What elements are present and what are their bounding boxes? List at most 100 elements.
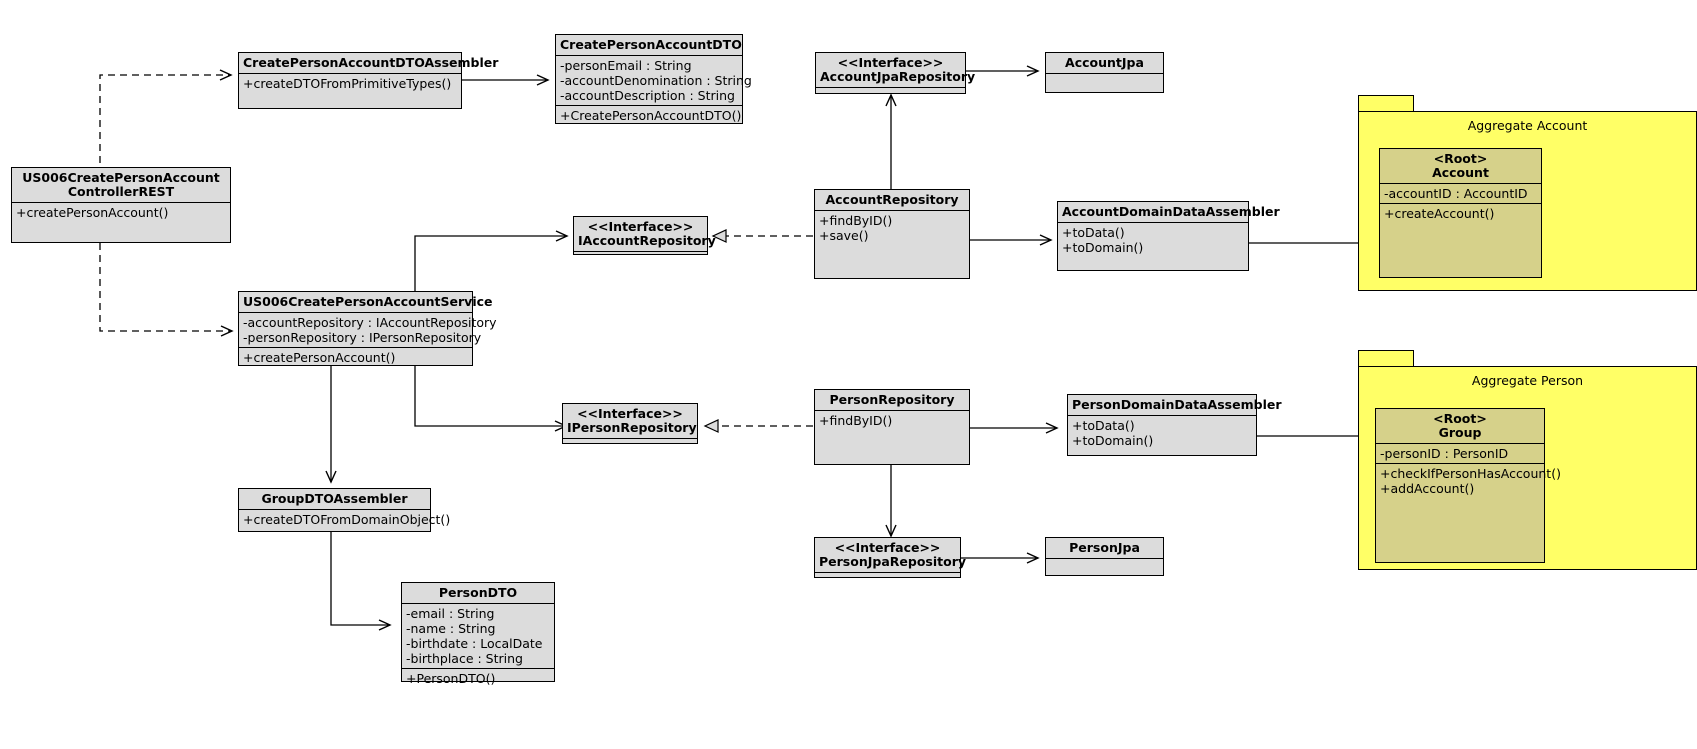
class-header: AccountJpa: [1046, 53, 1163, 74]
method-row: +addAccount(): [1380, 481, 1475, 496]
class-person-domain-data-assembler[interactable]: PersonDomainDataAssembler +toData() +toD…: [1067, 394, 1282, 456]
class-account-root[interactable]: <Root> Account -accountID : AccountID +c…: [1379, 148, 1542, 278]
package-tab-account: [1358, 95, 1414, 112]
class-attributes: -accountRepository : IAccountRepository …: [239, 313, 497, 348]
class-name-line2: ControllerREST: [67, 184, 175, 199]
class-person-jpa[interactable]: PersonJpa: [1045, 537, 1164, 576]
method-row: +createAccount(): [1384, 206, 1495, 221]
class-header: CreatePersonAccountDTOAssembler: [239, 53, 498, 74]
method-row: +createDTOFromDomainObject(): [243, 512, 451, 527]
package-title-person: Aggregate Person: [1471, 373, 1584, 388]
class-members-empty: [815, 573, 960, 584]
class-header: <<Interface>> IPersonRepository: [563, 404, 697, 439]
method-row: +PersonDTO(): [406, 671, 496, 686]
method-row: +toData(): [1062, 225, 1125, 240]
attribute-row: -personID : PersonID: [1380, 446, 1509, 461]
class-members-empty: [816, 88, 965, 99]
class-us006-create-person-account-controller-rest[interactable]: US006CreatePersonAccount ControllerREST …: [11, 167, 231, 243]
class-header: PersonRepository: [815, 390, 969, 411]
class-header: AccountDomainDataAssembler: [1058, 202, 1280, 223]
method-row: +createPersonAccount(): [243, 350, 396, 365]
class-name: PersonJpaRepository: [819, 554, 967, 569]
method-row: +CreatePersonAccountDTO(): [560, 108, 742, 123]
package-title-account: Aggregate Account: [1467, 118, 1588, 133]
class-methods: +toData() +toDomain(): [1068, 416, 1256, 450]
attribute-row: -accountDenomination : String: [560, 73, 752, 88]
class-header: PersonDomainDataAssembler: [1068, 395, 1282, 416]
class-header: GroupDTOAssembler: [239, 489, 430, 510]
attribute-row: -name : String: [406, 621, 496, 636]
class-attributes: -personID : PersonID: [1376, 444, 1544, 464]
class-account-repository[interactable]: AccountRepository +findByID() +save(): [814, 189, 970, 279]
class-iaccount-repository[interactable]: <<Interface>> IAccountRepository: [573, 216, 716, 255]
class-attributes: -accountID : AccountID: [1380, 184, 1541, 204]
class-methods: +createDTOFromDomainObject(): [239, 510, 451, 529]
method-row: +findByID(): [819, 213, 893, 228]
class-methods: +findByID(): [815, 411, 969, 430]
class-header: PersonDTO: [402, 583, 554, 604]
attribute-row: -email : String: [406, 606, 495, 621]
class-name: IAccountRepository: [578, 233, 716, 248]
attribute-row: -personRepository : IPersonRepository: [243, 330, 482, 345]
class-members-empty: [563, 439, 697, 450]
method-row: +toData(): [1072, 418, 1135, 433]
attribute-row: -birthdate : LocalDate: [406, 636, 543, 651]
method-row: +toDomain(): [1072, 433, 1154, 448]
class-header: <Root> Account: [1380, 149, 1541, 184]
class-members-empty: [574, 252, 707, 263]
class-header: PersonJpa: [1046, 538, 1163, 559]
class-attributes: -email : String -name : String -birthdat…: [402, 604, 554, 669]
class-methods: +createAccount(): [1380, 204, 1541, 223]
class-account-jpa[interactable]: AccountJpa: [1045, 52, 1164, 93]
stereotype-label: <Root>: [1433, 411, 1487, 426]
method-row: +toDomain(): [1062, 240, 1144, 255]
package-tab-person: [1358, 350, 1414, 367]
method-row: +checkIfPersonHasAccount(): [1380, 466, 1561, 481]
class-account-domain-data-assembler[interactable]: AccountDomainDataAssembler +toData() +to…: [1057, 201, 1280, 271]
class-header: AccountRepository: [815, 190, 969, 211]
class-name: AccountJpaRepository: [820, 69, 976, 84]
class-header: CreatePersonAccountDTO: [556, 35, 742, 56]
class-create-person-account-dto[interactable]: CreatePersonAccountDTO -personEmail : St…: [555, 34, 752, 125]
stereotype-label: <<Interface>>: [587, 219, 694, 234]
class-person-jpa-repository[interactable]: <<Interface>> PersonJpaRepository: [814, 537, 966, 578]
class-create-person-account-dto-assembler[interactable]: CreatePersonAccountDTOAssembler +createD…: [238, 52, 498, 109]
attribute-row: -accountID : AccountID: [1384, 186, 1528, 201]
method-row: +createDTOFromPrimitiveTypes(): [243, 76, 452, 91]
class-group-dto-assembler[interactable]: GroupDTOAssembler +createDTOFromDomainOb…: [238, 488, 451, 532]
method-row: +findByID(): [819, 413, 893, 428]
class-methods: +PersonDTO(): [402, 669, 554, 688]
class-iperson-repository[interactable]: <<Interface>> IPersonRepository: [562, 403, 698, 444]
stereotype-label: <<Interface>>: [837, 55, 944, 70]
class-person-repository[interactable]: PersonRepository +findByID(): [814, 389, 970, 465]
class-name: Group: [1438, 425, 1482, 440]
class-header: US006CreatePersonAccountService: [239, 292, 493, 313]
class-name: IPersonRepository: [567, 420, 697, 435]
class-us006-create-person-account-service[interactable]: US006CreatePersonAccountService -account…: [238, 291, 497, 367]
class-header: US006CreatePersonAccount ControllerREST: [12, 168, 230, 203]
attribute-row: -accountDescription : String: [560, 88, 735, 103]
class-methods: +createPersonAccount(): [12, 203, 230, 222]
class-header: <Root> Group: [1376, 409, 1544, 444]
class-header: <<Interface>> IAccountRepository: [574, 217, 716, 252]
method-row: +save(): [819, 228, 869, 243]
class-account-jpa-repository[interactable]: <<Interface>> AccountJpaRepository: [815, 52, 975, 94]
class-group-root[interactable]: <Root> Group -personID : PersonID +check…: [1375, 408, 1561, 563]
class-person-dto[interactable]: PersonDTO -email : String -name : String…: [401, 582, 555, 686]
class-methods: +CreatePersonAccountDTO(): [556, 106, 742, 125]
class-methods: +findByID() +save(): [815, 211, 969, 245]
stereotype-label: <<Interface>>: [577, 406, 683, 421]
class-methods: +toData() +toDomain(): [1058, 223, 1248, 257]
class-methods: +createPersonAccount(): [239, 348, 472, 367]
class-methods: +createDTOFromPrimitiveTypes(): [239, 74, 461, 93]
class-name: Account: [1432, 165, 1489, 180]
stereotype-label: <<Interface>>: [834, 540, 941, 555]
class-members-empty: [1046, 559, 1163, 570]
class-header: <<Interface>> AccountJpaRepository: [816, 53, 975, 88]
attribute-row: -birthplace : String: [406, 651, 523, 666]
class-name-line1: US006CreatePersonAccount: [22, 170, 220, 185]
class-attributes: -personEmail : String -accountDenominati…: [556, 56, 752, 106]
attribute-row: -accountRepository : IAccountRepository: [243, 315, 497, 330]
class-members-empty: [1046, 74, 1163, 85]
